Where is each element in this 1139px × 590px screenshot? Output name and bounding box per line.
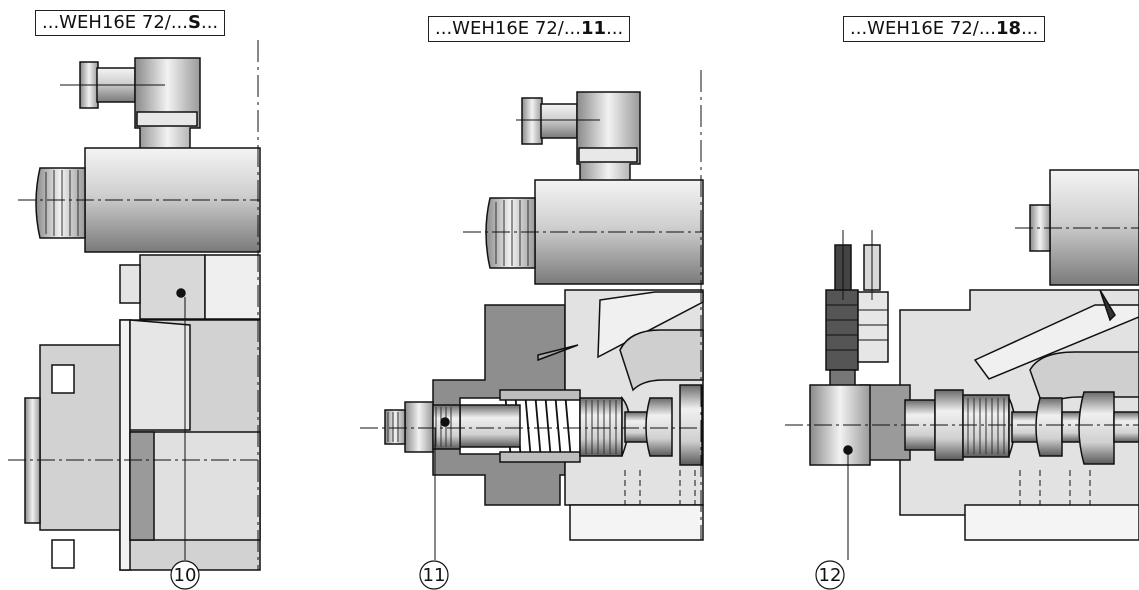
type-label-prefix: ...WEH16E 72/... [42,12,189,33]
type-label-prefix: ...WEH16E 72/... [435,18,582,39]
type-label-18: ...WEH16E 72/...18... [843,16,1046,42]
type-label-suffix: ... [606,18,624,39]
type-label-prefix: ...WEH16E 72/... [850,18,997,39]
type-label-code: 11 [581,18,607,39]
callout-number: 10 [174,565,197,586]
type-label-suffix: ... [200,12,219,33]
callout-number: 11 [423,565,446,586]
type-label-11: ...WEH16E 72/...11... [428,16,631,42]
adapter-block [139,254,206,320]
connector-housing [134,57,201,161]
type-label-code: 18 [996,18,1022,39]
type-label-s: ...WEH16E 72/...S... [35,10,226,36]
type-label-code: S [188,12,201,33]
callout-10: 10 [170,560,200,590]
view-11 [360,70,704,560]
view-s [8,40,261,571]
view-18 [785,169,1139,560]
solenoid-knurl [35,167,86,239]
callout-12: 12 [815,560,845,590]
callout-11: 11 [419,560,449,590]
type-label-suffix: ... [1021,18,1039,39]
callout-number: 12 [819,565,842,586]
adapter-screw [176,288,186,298]
